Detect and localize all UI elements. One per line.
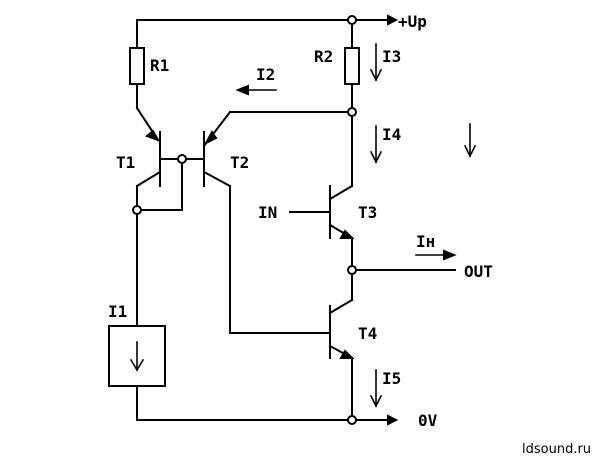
label-supply: +Up (398, 12, 427, 31)
label-t2: T2 (230, 153, 249, 172)
label-i3: I3 (382, 47, 401, 66)
junction-dots (132, 15, 357, 425)
arrow-i2 (235, 84, 277, 96)
resistor-r1 (129, 19, 161, 142)
label-input: IN (258, 203, 277, 222)
label-t1: T1 (116, 153, 135, 172)
arrow-i5 (369, 369, 383, 408)
arrow-i3 (369, 43, 383, 82)
label-load-current: Iн (416, 232, 435, 251)
label-ground: 0V (418, 411, 438, 430)
label-output: OUT (464, 262, 493, 281)
current-source-i1 (108, 209, 166, 421)
arrow-extra (463, 123, 477, 158)
arrow-i4 (369, 125, 383, 164)
label-r1: R1 (150, 56, 169, 75)
transistor-t1 (135, 131, 183, 211)
watermark: ldsound.ru (522, 442, 591, 457)
label-i2: I2 (256, 65, 275, 84)
transistor-t2 (181, 110, 353, 334)
resistor-r2 (344, 19, 360, 113)
label-t3: T3 (358, 203, 377, 222)
arrow-load-current (415, 249, 457, 261)
label-i5: I5 (382, 369, 401, 388)
ground-rail (136, 414, 399, 426)
transistor-t4 (229, 298, 355, 421)
label-r2: R2 (314, 47, 333, 66)
supply-rail (136, 14, 399, 26)
label-i1: I1 (108, 302, 127, 321)
label-i4: I4 (382, 125, 401, 144)
label-t4: T4 (358, 324, 377, 343)
transistor-t3 (289, 111, 355, 301)
